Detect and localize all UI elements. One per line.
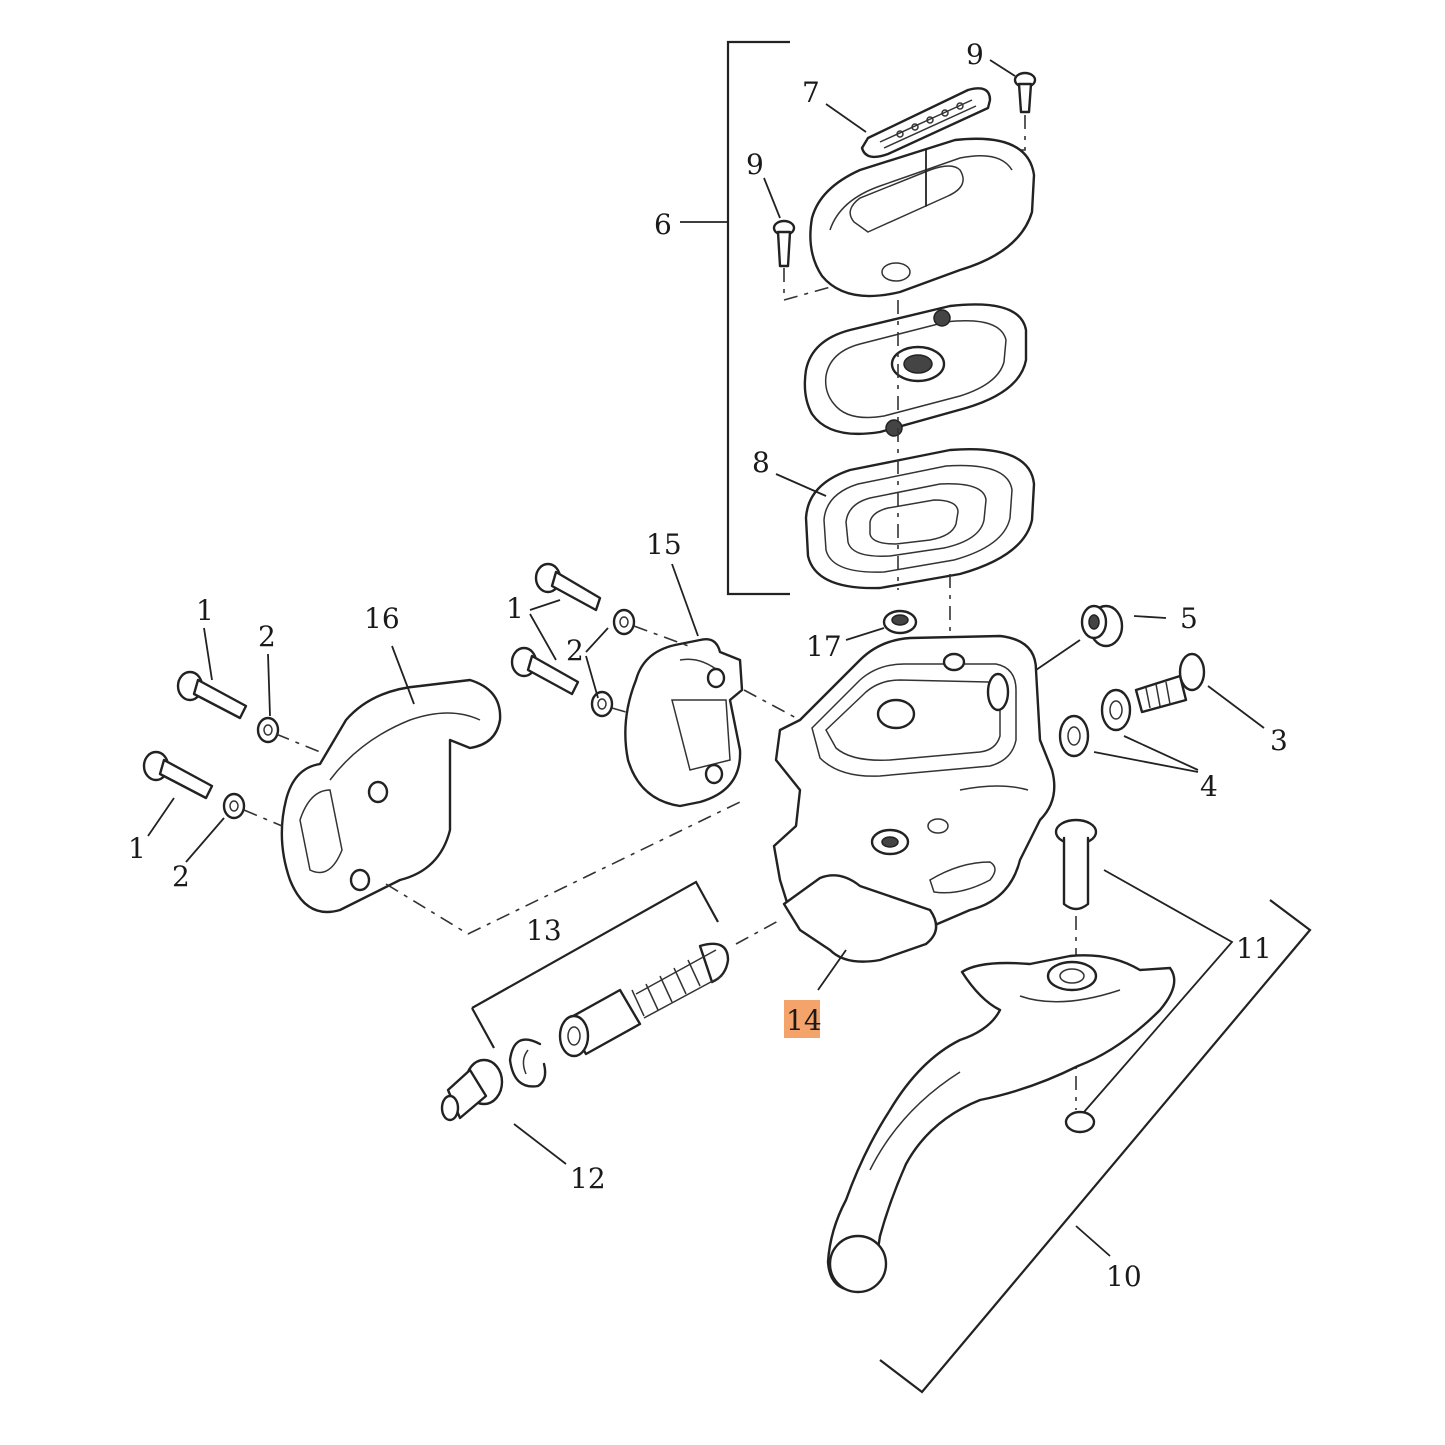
part-housing-bolts bbox=[142, 627, 321, 863]
part-banjo-bolt bbox=[1134, 652, 1265, 729]
callout-6: 6 bbox=[654, 208, 672, 241]
part-snap-ring bbox=[508, 1038, 547, 1088]
callout-9-left: 9 bbox=[746, 148, 764, 181]
part-cover-screw-right bbox=[940, 59, 1037, 151]
part-clamp bbox=[624, 563, 744, 808]
callout-3: 3 bbox=[1270, 724, 1288, 757]
part-reservoir-cover bbox=[809, 137, 1036, 298]
callout-2-left-bottom: 2 bbox=[172, 860, 190, 893]
callout-17: 17 bbox=[806, 630, 842, 663]
callout-15: 15 bbox=[646, 528, 682, 561]
part-dust-boot bbox=[440, 1058, 567, 1165]
callout-14: 14 bbox=[786, 1004, 822, 1037]
callout-2-middle: 2 bbox=[566, 634, 584, 667]
part-brake-lever bbox=[826, 954, 1176, 1294]
part-washers bbox=[1058, 688, 1199, 773]
part-bleeder-cap bbox=[845, 609, 918, 641]
callout-11: 11 bbox=[1236, 932, 1272, 965]
part-plug bbox=[1035, 604, 1167, 671]
bracket-group-6 bbox=[680, 40, 790, 596]
callout-12: 12 bbox=[570, 1162, 606, 1195]
part-switch-housing bbox=[280, 645, 502, 914]
part-cover-screw-left bbox=[763, 177, 871, 302]
callout-14-highlight bbox=[784, 1000, 820, 1038]
part-master-cylinder-body bbox=[772, 634, 1056, 991]
part-piston-spring bbox=[558, 942, 730, 1058]
part-cover-insert bbox=[825, 87, 992, 159]
callout-1-left-bottom: 1 bbox=[128, 832, 146, 865]
bracket-group-13 bbox=[471, 880, 719, 1049]
part-diaphragm-plate bbox=[803, 303, 1028, 437]
callout-8: 8 bbox=[752, 446, 770, 479]
callout-2-left-top: 2 bbox=[258, 620, 276, 653]
callout-10: 10 bbox=[1106, 1260, 1142, 1293]
part-clamp-bolts bbox=[510, 562, 801, 721]
callout-13: 13 bbox=[526, 914, 562, 947]
callout-9-top: 9 bbox=[966, 38, 984, 71]
callout-16: 16 bbox=[364, 602, 400, 635]
callout-7: 7 bbox=[802, 76, 820, 109]
callout-1-middle: 1 bbox=[506, 592, 524, 625]
callout-5: 5 bbox=[1180, 602, 1198, 635]
part-gasket bbox=[775, 448, 1036, 590]
bracket-group-10 bbox=[879, 899, 1312, 1394]
callout-1-left-top: 1 bbox=[196, 594, 214, 627]
part-pivot-pin bbox=[1054, 818, 1234, 1134]
callout-4: 4 bbox=[1200, 770, 1218, 803]
callout-labels: 14 1 1 1 2 2 2 3 4 5 6 7 8 9 9 10 11 12 … bbox=[128, 38, 1288, 1293]
